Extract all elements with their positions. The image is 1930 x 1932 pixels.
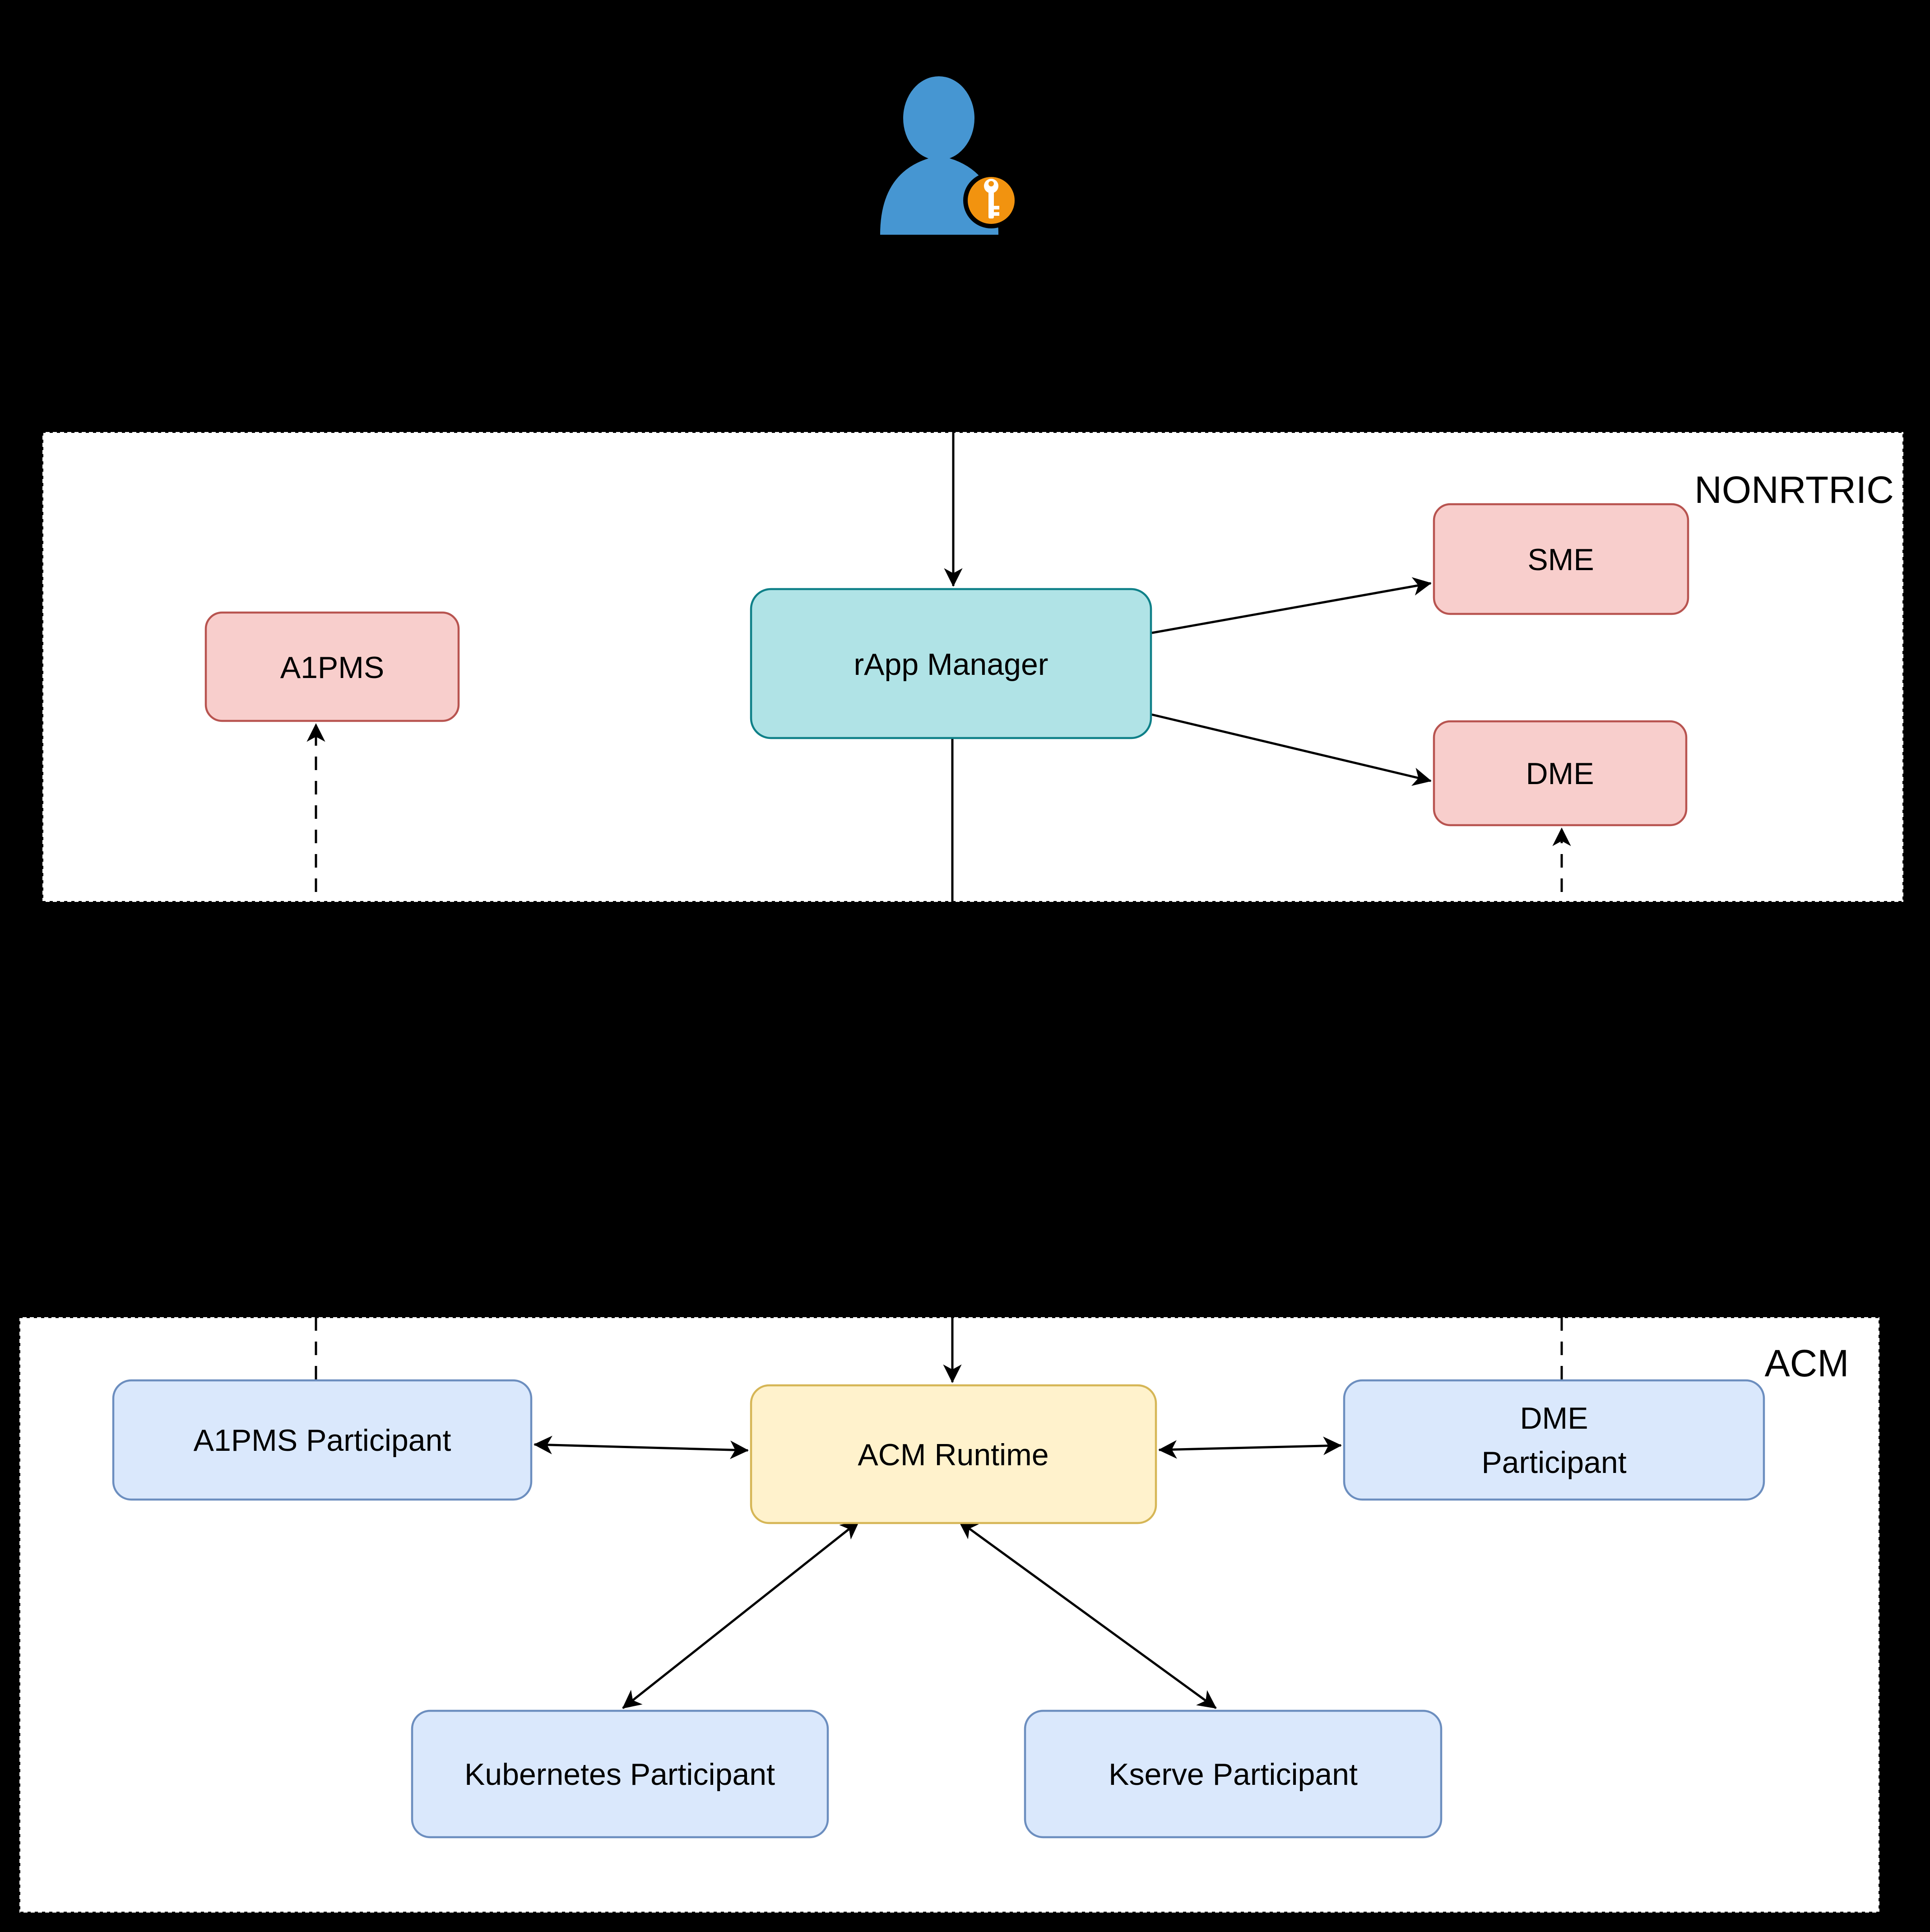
node-rapp-manager-label: rApp Manager [854,647,1049,682]
node-dme-participant-label-line1: DME [1520,1401,1588,1435]
key-icon [984,179,999,218]
node-a1pms-label: A1PMS [280,650,385,685]
node-acm-runtime-box [750,1384,1157,1524]
node-a1pms-participant: A1PMS Participant [112,1379,533,1501]
connector-rapp-manager-to-sme [1151,577,1432,634]
node-kubernetes-participant-box [411,1709,829,1839]
node-kubernetes-participant-label: Kubernetes Participant [464,1757,775,1792]
node-a1pms-box [204,611,460,722]
node-rapp-manager: rApp Manager [750,588,1152,739]
node-a1pms: A1PMS [204,611,460,722]
node-a1pms-participant-box [112,1379,533,1501]
node-dme-participant: DME Participant [1343,1379,1765,1501]
node-dme: DME [1433,720,1688,827]
node-kserve-participant: Kserve Participant [1024,1709,1443,1839]
connector-acm-runtime-kserve-participant [958,1520,1217,1709]
connector-rapp-manager-to-dme [1151,713,1432,786]
node-kubernetes-participant: Kubernetes Participant [411,1709,829,1839]
node-kserve-participant-label: Kserve Participant [1109,1757,1358,1792]
node-acm-runtime: ACM Runtime [750,1384,1157,1524]
connector-acm-runtime-kubernetes-participant [622,1520,860,1709]
node-sme-label: SME [1527,543,1594,577]
node-acm-runtime-label: ACM Runtime [858,1438,1049,1472]
node-dme-box [1433,720,1688,827]
node-a1pms-participant-label: A1PMS Participant [194,1423,451,1458]
user-with-key-icon [880,76,1019,235]
connector-acm-runtime-dme-participant [1158,1436,1342,1459]
node-kserve-participant-box [1024,1709,1443,1839]
region-label-acm: ACM [1765,1342,1849,1384]
node-rapp-manager-box [750,588,1152,739]
connector-acm-runtime-a1pms-participant [534,1435,749,1459]
node-dme-participant-box [1343,1379,1765,1501]
node-dme-participant-label-line2: Participant [1481,1445,1626,1480]
node-sme: SME [1433,503,1689,615]
user-head [903,76,974,160]
node-dme-label: DME [1526,757,1594,791]
region-label-nonrtric: NONRTRIC [1694,469,1894,511]
node-sme-box [1433,503,1689,615]
